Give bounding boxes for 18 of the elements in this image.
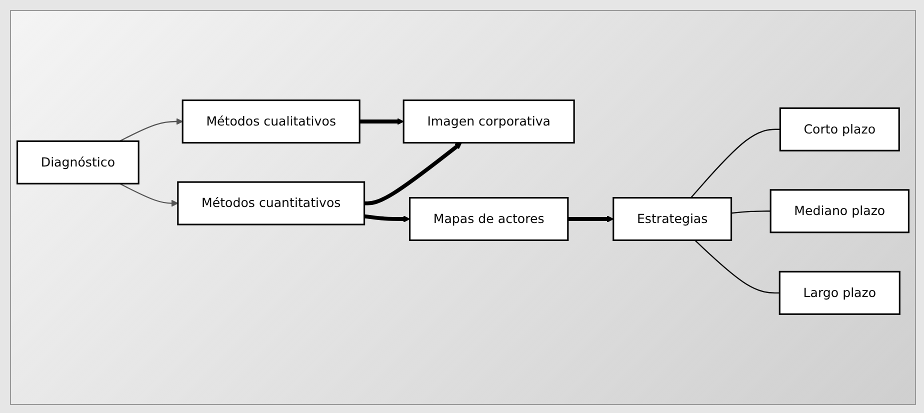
arrow [364,142,462,206]
arrow [568,216,614,223]
connector [731,210,771,214]
arrow [360,118,404,126]
node-box: Estrategias [612,197,732,242]
arrow [364,214,410,223]
node-box: Imagen corporativa [402,100,575,144]
connector [694,240,780,294]
node-box: Corto plazo [779,108,900,152]
arrow [119,118,183,142]
node-box: Métodos cuantitativos [177,182,366,226]
arrow [119,183,178,208]
node-box: Métodos cualitativos [182,100,360,144]
node-box: Largo plazo [778,271,900,316]
node-box: Mapas de actores [408,197,569,242]
connector [690,129,780,198]
node-box: Mediano plazo [770,189,910,234]
node-box: Diagnóstico [16,140,140,185]
